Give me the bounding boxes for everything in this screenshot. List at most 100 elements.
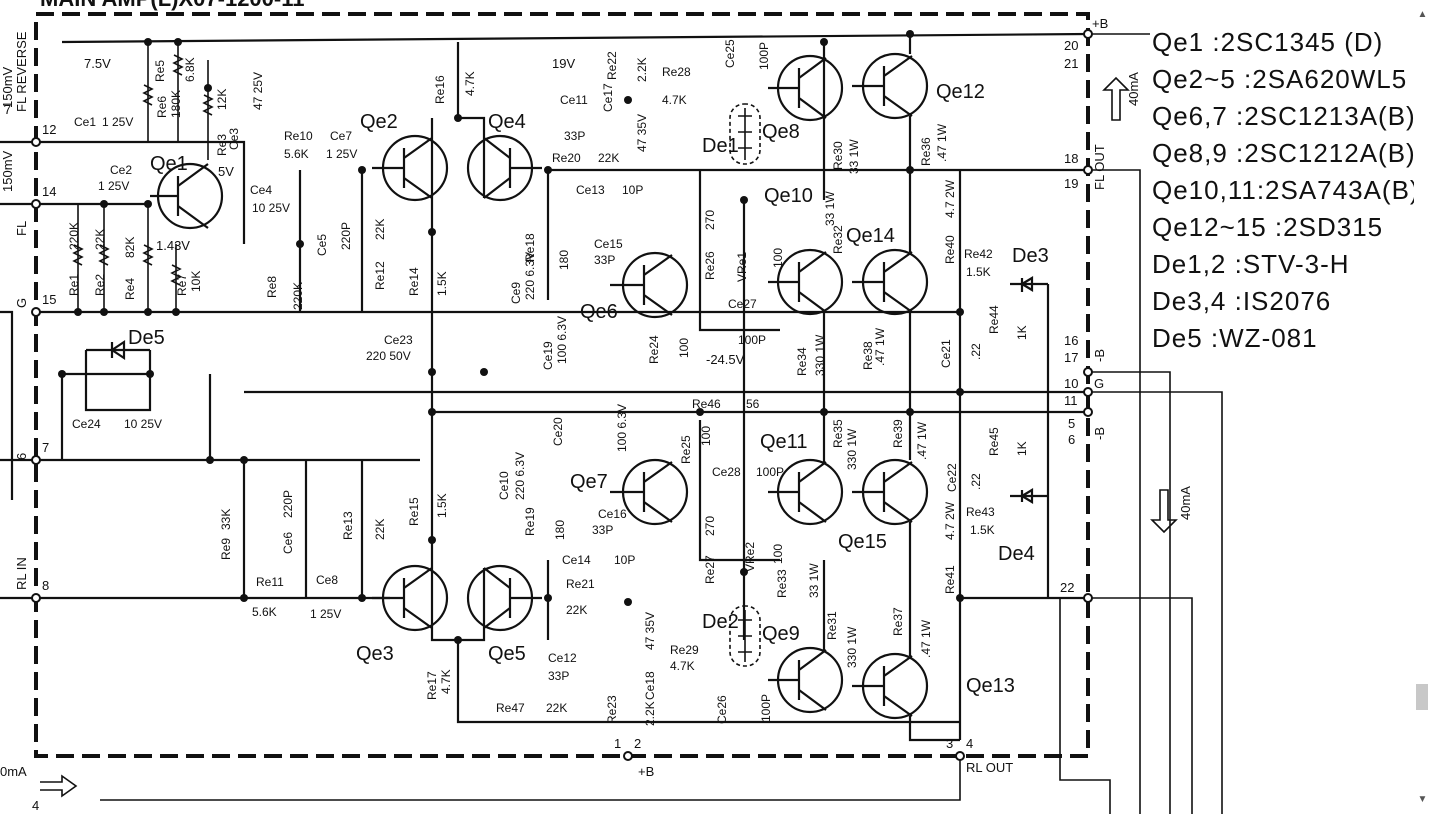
re1-val: 220K	[67, 222, 81, 250]
re41-ref: Re41	[943, 565, 957, 594]
part-row: Qe6,7 :2SC1213A(B)	[1152, 101, 1414, 131]
scroll-down-arrow-icon[interactable]: ▼	[1417, 794, 1428, 805]
re31-ref: Re31	[825, 611, 839, 640]
ce9-ref: Ce9	[509, 282, 523, 304]
pin-15: 15	[42, 292, 56, 307]
plus-b-top: +B	[1092, 16, 1108, 31]
label-qe7: Qe7	[570, 471, 608, 493]
pin-6-right: 6	[1068, 432, 1075, 447]
re46-ref: Re46	[692, 397, 721, 411]
label-de3: De3	[1012, 245, 1049, 267]
re39-val: .47 1W	[915, 421, 929, 460]
re2-val: 22K	[93, 229, 107, 250]
qe3-symbol	[372, 564, 449, 632]
ce13-ref: Ce13	[576, 183, 605, 197]
re10-val: 5.6K	[284, 147, 309, 161]
de2-symbol	[729, 605, 761, 667]
pin-11: 11	[1064, 393, 1078, 408]
ce10-val: 220 6.3V	[513, 452, 527, 500]
label-qe12: Qe12	[936, 81, 985, 103]
ce5-ref: Ce5	[315, 234, 329, 256]
part-row: Qe2~5 :2SA620WL5	[1152, 64, 1408, 94]
ce14-val: 10P	[614, 553, 635, 567]
ce15-val: 33P	[594, 253, 615, 267]
label-de2: De2	[702, 611, 739, 633]
label-qe10: Qe10	[764, 185, 813, 207]
re17-val: 4.7K	[439, 669, 453, 694]
re35-ref: Re35	[831, 419, 845, 448]
re5-val: 6.8K	[183, 57, 197, 82]
voltage-24-5: -24.5V	[706, 352, 745, 367]
ce27-ref: Ce27	[728, 297, 757, 311]
re18-ref: Re18	[523, 233, 537, 262]
ce19-val: 100 6.3V	[555, 316, 569, 364]
qe2-symbol	[372, 134, 449, 202]
ce2-val: 1 25V	[98, 179, 129, 193]
re8-val: 220K	[291, 282, 305, 310]
re3-val: 12K	[215, 89, 229, 110]
ce6-ref: Ce6	[281, 532, 295, 554]
terminals	[31, 29, 1093, 761]
label-qe13: Qe13	[966, 675, 1015, 697]
re4-val: 82K	[123, 237, 137, 258]
re21-ref: Re21	[566, 577, 595, 591]
part-row: Qe1 :2SC1345 (D)	[1152, 27, 1384, 57]
ce23-ref: Ce23	[384, 333, 413, 347]
re15-val: 1.5K	[435, 493, 449, 518]
scroll-thumb[interactable]	[1416, 684, 1428, 710]
scroll-up-arrow-icon[interactable]: ▲	[1417, 9, 1428, 20]
ce24-ref: Ce24	[72, 417, 101, 431]
re9-ref: Re9	[219, 538, 233, 560]
re34-ref: Re34	[795, 347, 809, 376]
part-row: Qe12~15 :2SD315	[1152, 212, 1384, 242]
ce27-val: 100P	[738, 333, 766, 347]
part-row: Qe10,11:2SA743A(B)	[1152, 175, 1414, 205]
qe14-symbol	[852, 248, 929, 316]
re13-val: 22K	[373, 519, 387, 540]
capacitor-labels: Ce1 1 25V Ce2 1 25V Ce3 47 25V Ce4 10 25…	[72, 39, 983, 724]
pin-3: 3	[946, 736, 953, 751]
re30-ref: Re30	[831, 141, 845, 170]
ce1-val: 1 25V	[102, 115, 133, 129]
label-qe15: Qe15	[838, 531, 887, 553]
pin-4: 4	[966, 736, 973, 751]
ce26-val: 100P	[759, 694, 773, 722]
re11-val: 5.6K	[252, 605, 277, 619]
pin-12: 12	[42, 122, 56, 137]
qe4-symbol	[466, 134, 542, 202]
voltage-19: 19V	[552, 56, 575, 71]
re17-ref: Re17	[425, 671, 439, 700]
re33-ref: Re33	[775, 569, 789, 598]
re18-val: 180	[557, 250, 571, 270]
re25-ref: Re25	[679, 435, 693, 464]
ce3-ref: Ce3	[227, 128, 241, 150]
re14-ref: Re14	[407, 267, 421, 296]
label-de1: De1	[702, 135, 739, 157]
re40-val: 4.7 2W	[943, 179, 957, 218]
re36-ref: Re36	[919, 137, 933, 166]
junction-dots	[58, 30, 964, 644]
label-qe2: Qe2	[360, 111, 398, 133]
label-qe1: Qe1	[150, 153, 188, 175]
pin-2: 2	[634, 736, 641, 751]
re22-val: 2.2K	[635, 57, 649, 82]
board-outline	[34, 12, 1090, 758]
fl-reverse-line	[0, 140, 246, 244]
ce12-ref: Ce12	[548, 651, 577, 665]
qe13-symbol	[852, 652, 929, 720]
fl-reverse-level: 150mV	[0, 66, 15, 108]
ce11-val: 33P	[564, 129, 585, 143]
ce8-val: 1 25V	[310, 607, 341, 621]
vertical-scrollbar[interactable]: ▲ ▼	[1414, 0, 1431, 814]
pin-1: 1	[614, 736, 621, 751]
ce17-ref: Ce17	[601, 83, 615, 112]
ce4-ref: Ce4	[250, 183, 272, 197]
qe7-symbol	[610, 458, 689, 526]
re7-val: 10K	[189, 271, 203, 292]
re41-val: 4.7 2W	[943, 501, 957, 540]
re31-val: 330 1W	[845, 626, 859, 668]
pin-7-top: 7	[4, 102, 11, 117]
re47-val: 22K	[546, 701, 567, 715]
re42-val: 1.5K	[966, 265, 991, 279]
qe10-symbol	[768, 248, 844, 316]
